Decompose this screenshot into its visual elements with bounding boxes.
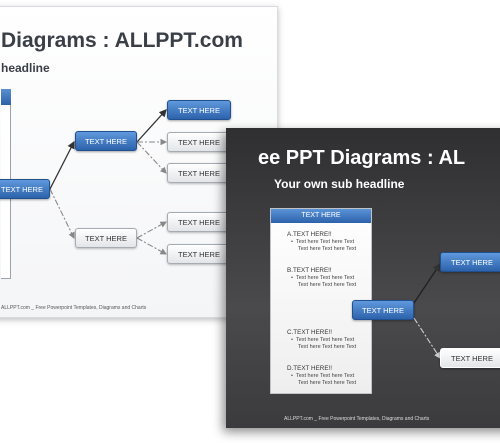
light-leaf-node-3: TEXT HERE — [167, 163, 231, 183]
dark-slide: ee PPT Diagrams : AL Your own sub headli… — [226, 128, 500, 428]
dark-slide-subtitle: Your own sub headline — [274, 177, 405, 191]
light-slide-subtitle: headline — [1, 61, 50, 75]
panel-section-a: A.TEXT HERE!! •Text here Text here Text … — [287, 231, 369, 253]
light-leaf-node-5: TEXT HERE — [167, 244, 231, 264]
light-slide-footer: ALLPPT.com _ Free Powerpoint Templates, … — [1, 305, 147, 311]
panel-bullet-text: Text here Text here Text — [295, 275, 355, 281]
light-root-node: TEXT HERE — [0, 179, 50, 199]
light-mid-bottom-node: TEXT HERE — [75, 228, 137, 248]
panel-section-heading: A.TEXT HERE!! — [287, 231, 332, 238]
panel-section-heading: C.TEXT HERE!! — [287, 329, 333, 336]
light-left-panel-header — [1, 89, 11, 105]
dark-center-node: TEXT HERE — [352, 300, 414, 320]
bullet-icon: • — [291, 275, 293, 281]
dark-connectors — [413, 262, 441, 359]
panel-bullet-row: •Text here Text here Text — [287, 239, 369, 246]
panel-bullet-row: •Text here Text here Text — [287, 337, 369, 344]
panel-section-c: C.TEXT HERE!! •Text here Text here Text … — [287, 329, 369, 351]
panel-bullet-continuation: Text here Text here Text — [298, 344, 357, 350]
panel-bullet-text: Text here Text here Text — [295, 373, 355, 379]
panel-bullet-row: •Text here Text here Text — [287, 275, 369, 282]
panel-bullet-continuation: Text here Text here Text — [298, 246, 357, 252]
bullet-icon: • — [291, 239, 293, 245]
panel-bullet-continuation: Text here Text here Text — [298, 380, 357, 386]
dark-slide-title: ee PPT Diagrams : AL — [258, 147, 466, 169]
panel-bullet-text: Text here Text here Text — [295, 239, 355, 245]
panel-bullet-row: •Text here Text here Text — [287, 373, 369, 380]
panel-bullet-text: Text here Text here Text — [295, 337, 355, 343]
bullet-icon: • — [291, 373, 293, 379]
light-leaf-node-1: TEXT HERE — [167, 100, 231, 120]
dark-right-bottom-node: TEXT HERE — [440, 348, 500, 368]
panel-section-d: D.TEXT HERE!! •Text here Text here Text … — [287, 365, 369, 387]
panel-section-b: B.TEXT HERE!! •Text here Text here Text … — [287, 267, 369, 289]
light-leaf-node-4: TEXT HERE — [167, 212, 231, 232]
panel-section-heading: B.TEXT HERE!! — [287, 267, 332, 274]
light-leaf-node-2: TEXT HERE — [167, 132, 231, 152]
dark-right-top-node: TEXT HERE — [440, 252, 500, 272]
panel-bullet-continuation: Text here Text here Text — [298, 282, 357, 288]
light-slide-title: Diagrams : ALLPPT.com — [1, 29, 243, 52]
panel-section-heading: D.TEXT HERE!! — [287, 365, 333, 372]
text-panel-header: TEXT HERE — [271, 209, 371, 223]
dark-slide-footer: ALLPPT.com _ Free Powerpoint Templates, … — [284, 416, 430, 422]
light-mid-top-node: TEXT HERE — [75, 131, 137, 151]
bullet-icon: • — [291, 337, 293, 343]
